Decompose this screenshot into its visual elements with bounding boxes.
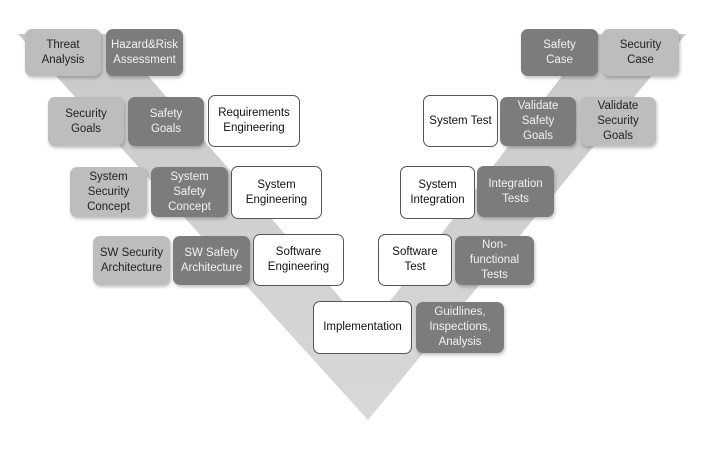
safety-case-box: Safety Case: [521, 29, 598, 76]
requirements-engineering-box: Requirements Engineering: [208, 95, 300, 147]
integration-tests-box: Integration Tests: [477, 166, 554, 217]
non-functional-tests-box: Non- functional Tests: [455, 236, 534, 285]
security-goals-box: Security Goals: [48, 97, 124, 146]
system-test-box: System Test: [423, 95, 498, 147]
system-security-concept-box: System Security Concept: [70, 167, 147, 217]
system-safety-concept-box: System Safety Concept: [151, 167, 228, 217]
threat-analysis-box: Threat Analysis: [25, 29, 101, 76]
safety-goals-box: Safety Goals: [128, 97, 204, 146]
sw-security-architecture-box: SW Security Architecture: [93, 236, 170, 285]
system-integration-box: System Integration: [400, 166, 475, 219]
sw-safety-architecture-box: SW Safety Architecture: [173, 236, 250, 285]
implementation-box: Implementation: [313, 301, 412, 354]
software-test-box: Software Test: [378, 234, 452, 286]
v-shape-band: [18, 34, 686, 420]
security-case-box: Security Case: [602, 29, 679, 76]
system-engineering-box: System Engineering: [231, 166, 322, 219]
software-engineering-box: Software Engineering: [253, 234, 344, 286]
validate-security-goals-box: Validate Security Goals: [580, 97, 656, 146]
hazard-risk-assessment-box: Hazard&Risk Assessment: [106, 29, 183, 76]
validate-safety-goals-box: Validate Safety Goals: [500, 97, 576, 146]
guidelines-inspections-analysis-box: Guidlines, Inspections, Analysis: [416, 302, 504, 353]
